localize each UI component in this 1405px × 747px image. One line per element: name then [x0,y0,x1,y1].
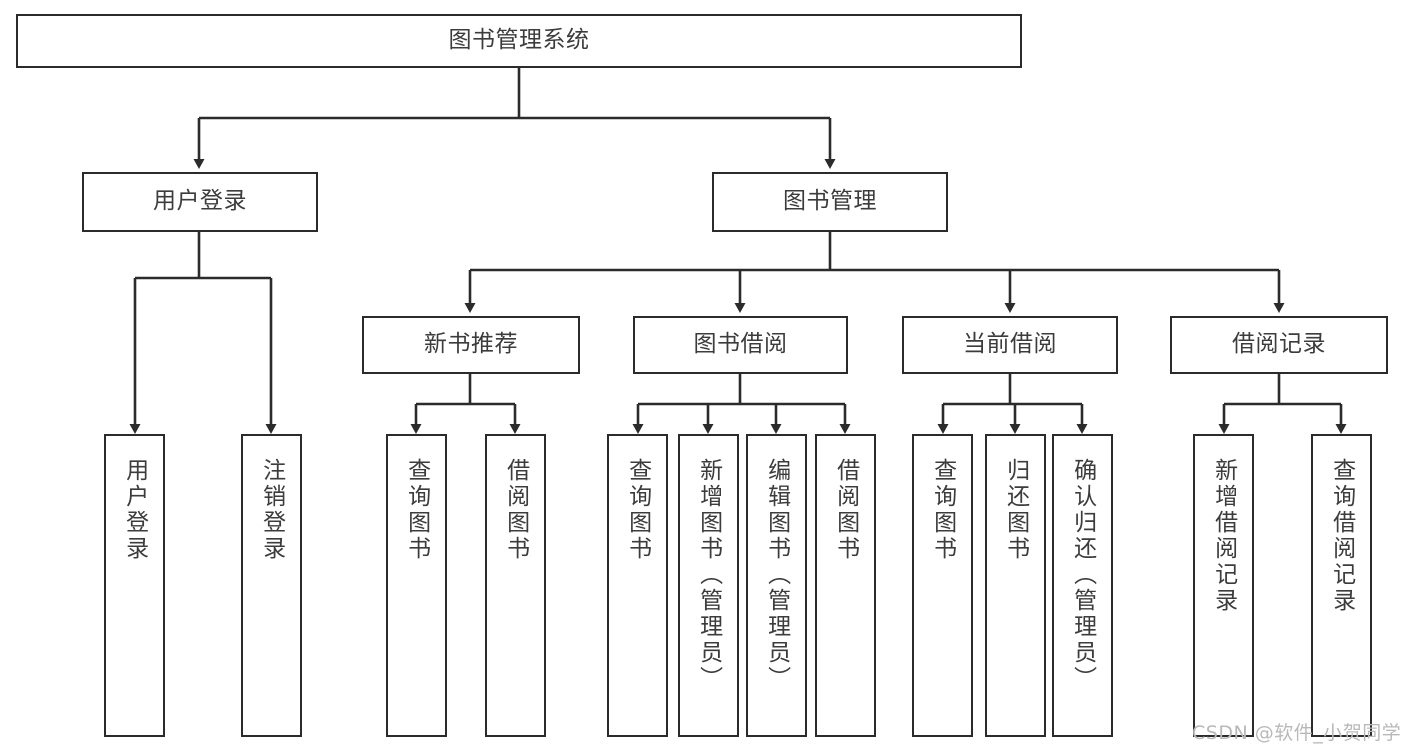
node-leaf-query-borrow-record[interactable]: 查询借阅记录 [1311,434,1372,737]
node-leaf-add-borrow-record-label: 新增借阅记录 [1210,458,1237,614]
node-leaf-add-borrow-record[interactable]: 新增借阅记录 [1193,434,1254,737]
node-user-login-label: 用户登录 [153,188,247,215]
node-leaf-confirm-return-label: 确认归还（管理员） [1069,458,1096,692]
node-new-book-recommend-label: 新书推荐 [424,331,518,358]
node-leaf-user-login[interactable]: 用户登录 [104,434,165,737]
node-leaf-query-book-current-label: 查询图书 [929,458,956,562]
node-leaf-confirm-return[interactable]: 确认归还（管理员） [1052,434,1113,737]
node-leaf-logout-label: 注销登录 [258,458,285,562]
node-borrow-record-label: 借阅记录 [1232,331,1326,358]
node-leaf-borrow-book[interactable]: 借阅图书 [815,434,876,737]
node-leaf-logout[interactable]: 注销登录 [241,434,302,737]
node-leaf-query-book-borrow-label: 查询图书 [624,458,651,562]
node-root[interactable]: 图书管理系统 [16,14,1022,68]
node-current-borrow[interactable]: 当前借阅 [902,316,1118,374]
node-leaf-query-book-recommend-label: 查询图书 [403,458,430,562]
node-current-borrow-label: 当前借阅 [963,331,1057,358]
node-leaf-user-login-label: 用户登录 [121,458,148,562]
csdn-watermark: CSDN @软件_小贺同学 [1192,722,1402,744]
node-leaf-add-book[interactable]: 新增图书（管理员） [678,434,739,737]
node-new-book-recommend[interactable]: 新书推荐 [362,316,580,374]
node-book-management[interactable]: 图书管理 [712,172,948,232]
node-book-borrow[interactable]: 图书借阅 [633,316,848,374]
node-book-borrow-label: 图书借阅 [693,331,788,358]
node-leaf-borrow-book-recommend-label: 借阅图书 [502,458,529,562]
node-leaf-query-borrow-record-label: 查询借阅记录 [1328,458,1355,614]
node-leaf-edit-book-label: 编辑图书（管理员） [763,458,790,692]
node-user-login[interactable]: 用户登录 [82,172,318,232]
node-leaf-add-book-label: 新增图书（管理员） [695,458,722,692]
node-leaf-query-book-current[interactable]: 查询图书 [912,434,973,737]
node-leaf-borrow-book-recommend[interactable]: 借阅图书 [485,434,546,737]
node-leaf-edit-book[interactable]: 编辑图书（管理员） [746,434,807,737]
node-leaf-query-book-borrow[interactable]: 查询图书 [607,434,668,737]
node-leaf-query-book-recommend[interactable]: 查询图书 [386,434,447,737]
node-leaf-return-book-label: 归还图书 [1002,458,1029,562]
node-book-management-label: 图书管理 [783,188,877,215]
node-leaf-borrow-book-label: 借阅图书 [832,458,859,562]
node-root-label: 图书管理系统 [448,27,590,54]
node-borrow-record[interactable]: 借阅记录 [1170,316,1388,374]
node-leaf-return-book[interactable]: 归还图书 [985,434,1046,737]
